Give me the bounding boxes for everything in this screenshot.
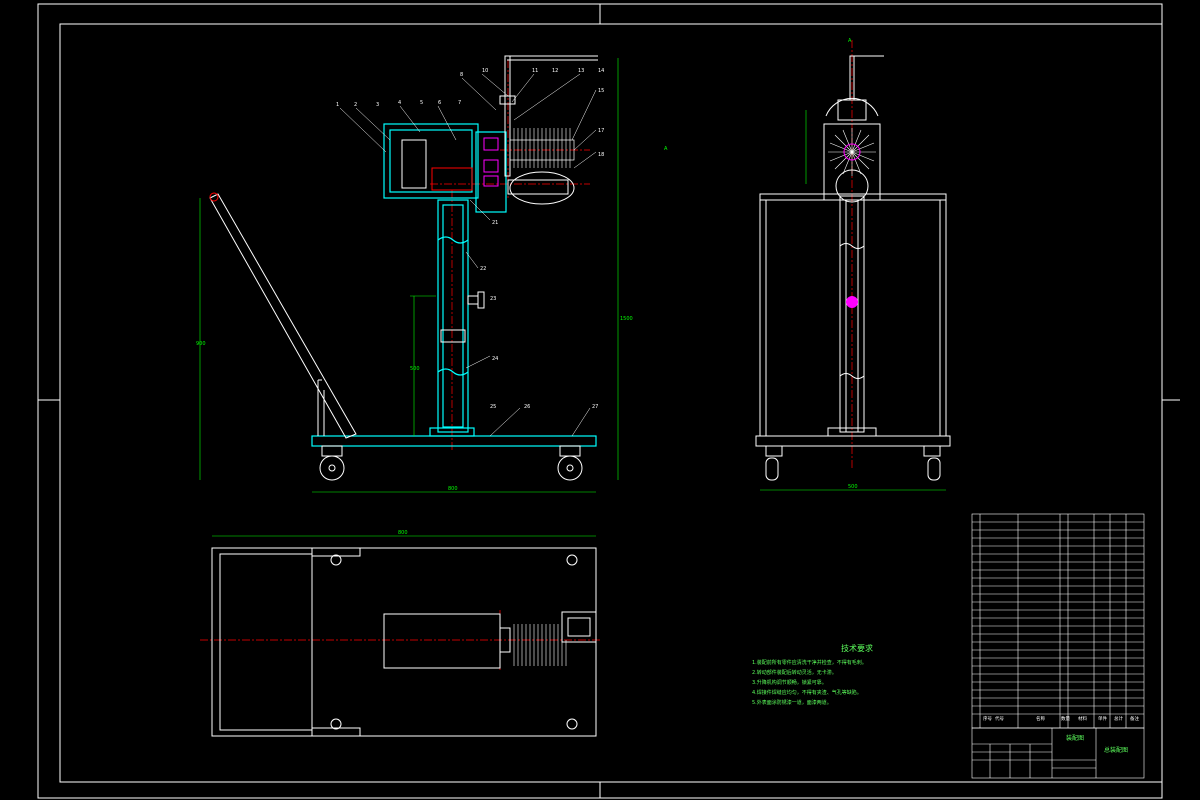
notes-title: 技术要求 xyxy=(841,644,873,653)
svg-text:13: 13 xyxy=(578,68,584,74)
svg-text:26: 26 xyxy=(524,404,530,410)
svg-text:12: 12 xyxy=(552,68,558,74)
svg-text:备注: 备注 xyxy=(1130,715,1139,722)
svg-text:21: 21 xyxy=(492,220,498,226)
note-line: 2.转动部件装配后转动灵活，无卡滞。 xyxy=(752,670,837,676)
svg-text:7: 7 xyxy=(458,100,461,106)
svg-text:25: 25 xyxy=(490,404,496,410)
svg-text:序号: 序号 xyxy=(983,715,992,722)
svg-text:名称: 名称 xyxy=(1036,715,1045,722)
sheet-border xyxy=(37,3,1180,799)
svg-text:3: 3 xyxy=(376,102,379,108)
svg-text:17: 17 xyxy=(598,128,604,134)
svg-text:材料: 材料 xyxy=(1078,715,1087,722)
svg-text:800: 800 xyxy=(448,486,458,492)
note-line: 4.焊接件焊缝应均匀，不得有夹渣、气孔等缺陷。 xyxy=(752,690,862,696)
parts-list xyxy=(971,513,1145,729)
title-block xyxy=(971,727,1145,779)
svg-text:24: 24 xyxy=(492,356,498,362)
svg-text:15: 15 xyxy=(598,88,604,94)
svg-text:数量: 数量 xyxy=(1061,715,1070,722)
svg-text:14: 14 xyxy=(598,68,604,74)
svg-text:8: 8 xyxy=(460,72,463,78)
svg-text:23: 23 xyxy=(490,296,496,302)
svg-text:6: 6 xyxy=(438,100,441,106)
svg-text:总计: 总计 xyxy=(1114,715,1123,722)
svg-text:800: 800 xyxy=(398,530,408,536)
title-block-drawing-name: 总装配图 xyxy=(1104,746,1128,754)
svg-text:500: 500 xyxy=(410,366,420,372)
svg-text:27: 27 xyxy=(592,404,598,410)
technical-notes: 技术要求 1.装配前所有零件应清洗干净并检查，不得有毛刺。 2.转动部件装配后转… xyxy=(752,644,962,708)
svg-text:5: 5 xyxy=(420,100,423,106)
svg-text:500: 500 xyxy=(848,484,858,490)
svg-text:代号: 代号 xyxy=(995,715,1004,722)
svg-text:1500: 1500 xyxy=(620,316,633,322)
svg-text:A: A xyxy=(848,38,852,44)
plan-view: 800 xyxy=(200,530,600,737)
note-line: 5.外表面涂防锈漆一道，面漆两道。 xyxy=(752,700,832,706)
note-line: 1.装配前所有零件应清洗干净并检查，不得有毛刺。 xyxy=(752,660,867,666)
svg-text:4: 4 xyxy=(398,100,401,106)
note-line: 3.升降机构调节顺畅，锁紧可靠。 xyxy=(752,680,827,686)
svg-text:10: 10 xyxy=(482,68,488,74)
side-view: 500 A A xyxy=(664,38,951,491)
svg-text:22: 22 xyxy=(480,266,486,272)
svg-text:18: 18 xyxy=(598,152,604,158)
svg-text:A: A xyxy=(664,146,668,152)
svg-text:单件: 单件 xyxy=(1098,715,1107,722)
title-block-unit: 装配图 xyxy=(1066,734,1084,742)
svg-text:1: 1 xyxy=(336,102,339,108)
svg-text:11: 11 xyxy=(532,68,538,74)
svg-text:2: 2 xyxy=(354,102,357,108)
svg-text:900: 900 xyxy=(196,341,206,347)
